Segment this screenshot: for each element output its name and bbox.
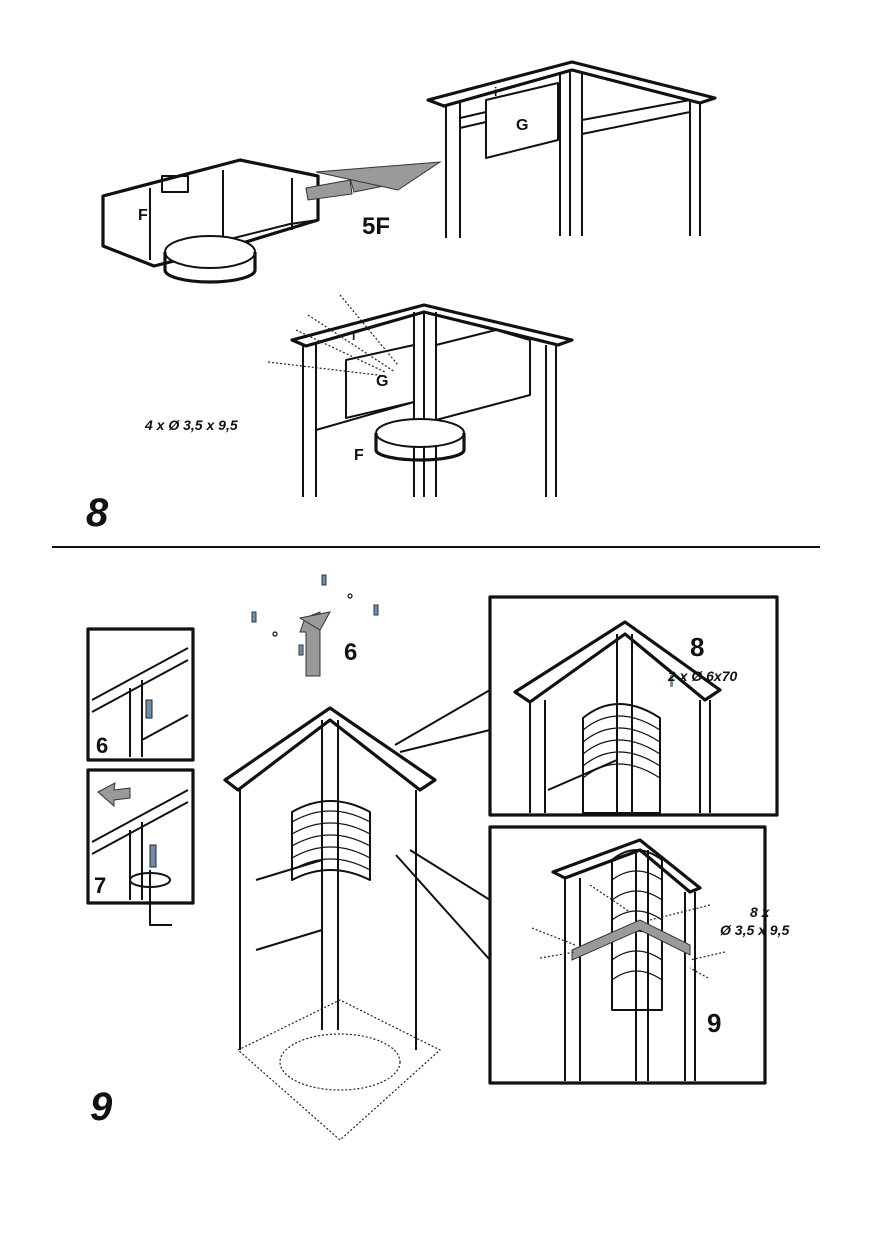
part-f-label: F [138, 207, 148, 224]
part-i-label: i [494, 85, 497, 99]
frame-top-view [426, 60, 717, 238]
inset-7-label: 7 [94, 873, 106, 898]
inset-step-6 [86, 627, 195, 762]
insert-arrow [305, 161, 442, 201]
inset-step-7 [86, 768, 195, 926]
detail-box-8 [488, 595, 779, 817]
arrow-5f-label: 5F [362, 213, 390, 240]
screws-top [251, 574, 379, 677]
detail-9-label: 9 [707, 1008, 721, 1038]
detail-9-screw-count: 8 x [750, 904, 771, 920]
frame-assembled-view [267, 294, 574, 497]
detail-8-screw-spec: 2 x Ø 6x70 [667, 668, 737, 684]
detail-box-9 [488, 825, 767, 1085]
detail-8-label: 8 [690, 632, 704, 662]
step-number-8: 8 [86, 491, 109, 535]
part-f-label-2: F [354, 447, 364, 464]
part-i-label-2: i [352, 329, 355, 343]
arrow-6-label: 6 [344, 639, 357, 666]
detail-9-screw-spec: Ø 3,5 x 9,5 [720, 922, 789, 938]
part-g-label-2: G [376, 373, 388, 390]
duct-part-f [101, 158, 320, 284]
inset-6-label: 6 [96, 733, 108, 758]
chimney-main [223, 689, 491, 1141]
step-number-9: 9 [90, 1085, 113, 1129]
part-g-label: G [516, 117, 528, 134]
screw-spec-step8: 4 x Ø 3,5 x 9,5 [144, 417, 238, 433]
